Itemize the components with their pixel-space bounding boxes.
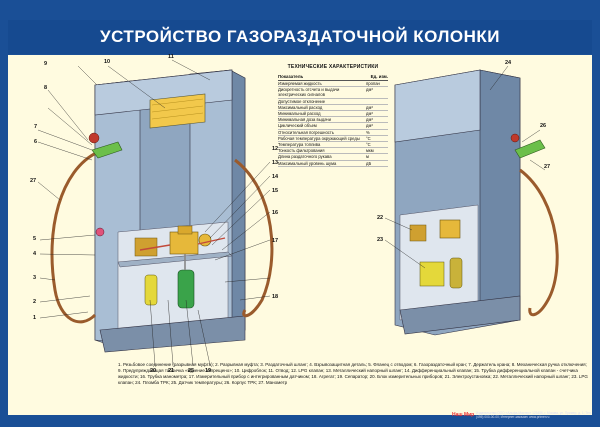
spec-param: Циклический объем	[278, 123, 317, 129]
callout-6: 6	[34, 139, 37, 145]
spec-param: Минимальная доза выдачи	[278, 117, 331, 123]
spec-param: Максимальный уровень шума	[278, 160, 337, 166]
spec-row: Температура топлива °C	[278, 142, 388, 149]
callout-3: 3	[33, 275, 36, 281]
spec-param: Тонкость фильтрования	[278, 148, 325, 154]
callout-25: 25	[188, 368, 194, 374]
specs-col-param: Показатель	[278, 74, 304, 79]
callout-18: 18	[272, 294, 278, 300]
callout-7: 7	[34, 124, 37, 130]
callout-4: 4	[33, 251, 37, 257]
callout-27: 27	[30, 178, 36, 184]
left-pump	[50, 69, 274, 353]
spec-row: Дискретность отсчета и выдачи электричес…	[278, 87, 388, 99]
publisher-logo: Наш Мир	[452, 412, 475, 418]
specs-title: ТЕХНИЧЕСКИЕ ХАРАКТЕРИСТИКИ	[287, 64, 379, 70]
callout-14: 14	[272, 174, 279, 180]
spec-unit	[366, 99, 388, 104]
callout-19: 19	[205, 368, 211, 374]
callout-26: 26	[540, 123, 546, 129]
callout-13: 13	[272, 160, 278, 166]
callout-23: 23	[377, 237, 383, 243]
spec-param: Допустимое отклонение	[278, 98, 326, 104]
spec-unit: %	[366, 129, 370, 135]
spec-param: Рабочая температура окружающей среды	[278, 135, 360, 141]
callout-10: 10	[104, 59, 110, 65]
spec-unit: пропан	[366, 81, 380, 86]
callout-22: 22	[377, 215, 383, 221]
callout-16: 16	[272, 210, 278, 216]
spec-param: Длина раздаточного рукава	[278, 154, 332, 160]
spec-param: Минимальный расход	[278, 111, 321, 117]
publisher-info: Издательство ООО «Альфа-Мастер» 123456, …	[476, 411, 592, 419]
callout-21: 21	[168, 368, 174, 374]
callout-17: 17	[272, 238, 278, 244]
spec-unit: °C	[366, 135, 371, 141]
callout-1: 1	[33, 315, 36, 321]
spec-param: Температура топлива	[278, 142, 321, 148]
specs-col-unit: Ед. изм.	[370, 74, 388, 79]
spec-row: Циклический объем дм³	[278, 123, 388, 130]
callout-numbers: 8 9 10 11 7 6 27 5 4 3 2 1 12 13 14 15 1…	[30, 54, 550, 374]
callout-11: 11	[168, 54, 174, 60]
specs-header: Показатель Ед. изм.	[278, 74, 388, 81]
spec-row: Допустимое отклонение	[278, 99, 388, 105]
spec-unit: дм³	[366, 87, 373, 93]
spec-row: Измеряемая жидкость пропан	[278, 81, 388, 88]
callout-5: 5	[33, 236, 36, 242]
spec-row: Максимальный расход дм³	[278, 104, 388, 112]
spec-row: Длина раздаточного рукава м	[278, 154, 388, 161]
spec-row: Тонкость фильтрования мкм	[278, 148, 388, 155]
callout-9: 9	[44, 61, 47, 67]
poster-title: УСТРОЙСТВО ГАЗОРАЗДАТОЧНОЙ КОЛОНКИ	[100, 27, 500, 46]
parts-legend: 1. Резьбовое соединение (разрывная муфта…	[118, 362, 588, 385]
title-bar: УСТРОЙСТВО ГАЗОРАЗДАТОЧНОЙ КОЛОНКИ	[8, 20, 592, 54]
spec-unit: °C	[366, 142, 371, 148]
callout-27-right: 27	[544, 164, 550, 170]
spec-row: Минимальная доза выдачи дм³	[278, 117, 388, 124]
callout-2: 2	[33, 299, 36, 305]
callout-12: 12	[272, 146, 278, 152]
callout-24: 24	[505, 60, 512, 66]
spec-unit: дм³	[366, 123, 373, 129]
spec-param: Дискретность отсчета и выдачи электричес…	[278, 87, 340, 98]
tech-specs-table: ТЕХНИЧЕСКИЕ ХАРАКТЕРИСТИКИ Показатель Ед…	[278, 64, 388, 167]
spec-unit: дБ	[366, 160, 372, 166]
callout-20: 20	[150, 368, 156, 374]
spec-row: Максимальный уровень шума дБ	[278, 161, 388, 167]
spec-param: Максимальный расход	[278, 104, 323, 110]
spec-unit: дм³	[366, 104, 373, 110]
spec-row: Рабочая температура окружающей среды °C	[278, 135, 388, 143]
spec-unit: мкм	[366, 148, 374, 154]
callout-8: 8	[44, 85, 47, 91]
spec-unit: дм³	[366, 111, 373, 117]
leader-lines	[37, 59, 546, 366]
spec-unit: дм³	[366, 117, 373, 123]
right-pump	[394, 69, 559, 336]
spec-unit: м	[366, 154, 369, 160]
spec-row: Относительная погрешность%	[278, 130, 388, 136]
spec-param: Относительная погрешность	[278, 129, 334, 135]
callout-15: 15	[272, 188, 278, 194]
spec-param: Измеряемая жидкость	[278, 81, 322, 86]
spec-row: Минимальный расход дм³	[278, 111, 388, 118]
